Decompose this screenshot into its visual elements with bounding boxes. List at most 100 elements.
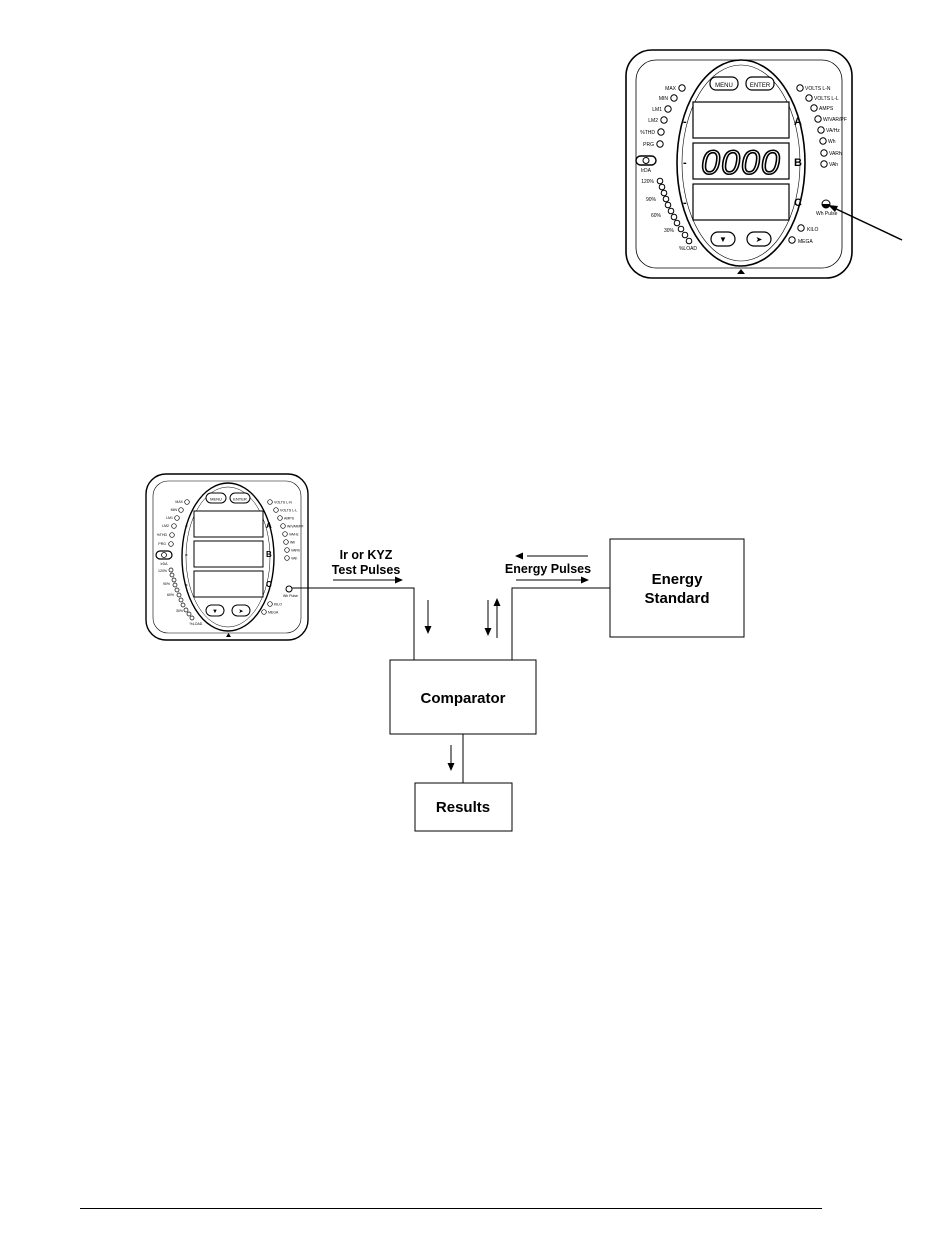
meter-small-right-label: ➤	[238, 609, 243, 615]
led	[820, 160, 828, 168]
led-label: MAX	[665, 86, 677, 92]
down-arrow-mid-head	[484, 628, 492, 636]
meter-top-row-letter-a: A	[794, 116, 802, 128]
led-label: VOLTS L-L	[814, 96, 839, 102]
led-label: %LOAD	[679, 246, 697, 252]
meter-small-right-button[interactable]	[231, 604, 251, 617]
meter-top-display-a	[692, 101, 790, 139]
led	[664, 201, 672, 209]
meter-small-notch	[226, 633, 231, 637]
led	[169, 572, 175, 578]
led	[670, 94, 678, 102]
test-setup-diagram: MENU ENTER A B C - - - MAX MIN LM1 LM2 %…	[145, 473, 745, 832]
meter-small-menu-button[interactable]	[205, 492, 227, 504]
led	[656, 177, 664, 185]
meter-top-kilo-led	[797, 224, 805, 232]
meter-small-down-button[interactable]	[205, 604, 225, 617]
led	[810, 104, 818, 112]
led	[184, 499, 190, 505]
meter-small-irda-label: IrDA	[161, 562, 169, 566]
led-label: VOLTS L-N	[274, 501, 292, 505]
meter-small-row-dash-a: -	[185, 521, 188, 530]
meter-small-load-indicators: 120% 90% 60% 30% %LOAD	[158, 567, 203, 626]
meter-top-down-button[interactable]	[710, 231, 736, 247]
led	[267, 499, 273, 505]
meter-small-display-b	[193, 540, 264, 568]
energy-standard-label-line2: Standard	[644, 590, 709, 607]
led	[678, 84, 686, 92]
meter-top-pointer-arrow	[831, 206, 903, 241]
led	[284, 555, 290, 561]
led-label: 60%	[167, 593, 174, 597]
led-label: 120%	[641, 179, 654, 185]
led	[796, 84, 804, 92]
meter-top-right-button[interactable]	[746, 231, 772, 247]
standard-to-comparator-line	[511, 587, 610, 660]
led-label: W/VAR/PF	[287, 525, 304, 529]
up-arrow-mid-head	[493, 598, 501, 606]
led	[178, 597, 184, 603]
led-label: Wh	[828, 139, 836, 145]
led	[817, 126, 825, 134]
led-label: AMPS	[284, 517, 295, 521]
led-label: PRG	[158, 542, 166, 546]
energy-pulses-label: Energy Pulses	[505, 562, 591, 576]
meter-top-mega-led	[788, 236, 796, 244]
meter-small-left-indicators: MAX MIN LM1 LM2 %THD PRG	[157, 499, 190, 547]
meter-top-right-label: ➤	[756, 235, 763, 244]
led	[658, 183, 666, 191]
led	[171, 523, 177, 529]
led	[662, 195, 670, 203]
meter-top-menu-label: MENU	[715, 83, 733, 89]
led-label: LM2	[162, 524, 169, 528]
led-label: MIN	[659, 96, 669, 102]
connection-lines	[292, 587, 610, 783]
meter-to-comparator-line	[292, 587, 415, 660]
meter-small-right-indicators: VOLTS L-N VOLTS L-L AMPS W/VAR/PF VA/Hz …	[267, 499, 304, 561]
comparator-box	[389, 659, 537, 735]
led	[673, 219, 681, 227]
led-label: VARh	[291, 549, 300, 553]
led-label: 90%	[646, 197, 657, 203]
led-label: 90%	[163, 582, 170, 586]
meter-small-display-a	[193, 510, 264, 538]
flow-arrows	[333, 552, 589, 771]
led-label: VAh	[291, 557, 297, 561]
led-label: Wh	[290, 541, 295, 545]
meter-small-row-letter-a: A	[266, 521, 272, 530]
down-arrow-results-head	[447, 763, 455, 771]
meter-small-irda-lens	[161, 552, 167, 558]
led	[174, 587, 180, 593]
meter-top-row-letter-b: B	[794, 157, 802, 169]
results-box	[414, 782, 513, 832]
led	[172, 582, 178, 588]
meter-top-menu-button[interactable]	[709, 76, 739, 91]
meter-top-face-ellipse	[676, 59, 806, 267]
led	[657, 128, 665, 136]
energy-standard-label-line1: Energy	[652, 571, 704, 588]
led-label: VA/Hz	[289, 533, 299, 537]
led-label: W/VAR/PF	[823, 117, 847, 123]
led-label: AMPS	[819, 106, 834, 112]
led	[169, 532, 175, 538]
led-label: VOLTS L-N	[805, 86, 831, 92]
meter-top-enter-button[interactable]	[745, 76, 775, 91]
led	[174, 515, 180, 521]
led	[283, 539, 289, 545]
meter-top-display-value: 0000	[701, 144, 781, 182]
led-label: LM1	[652, 107, 662, 113]
meter-top-enter-label: ENTER	[750, 83, 771, 89]
led-label: 120%	[158, 569, 167, 573]
meter-top-display-c	[692, 183, 790, 221]
led	[685, 237, 693, 245]
led	[681, 231, 689, 239]
meter-top-irda-lens	[642, 157, 650, 164]
meter-small-inner-bezel	[152, 480, 302, 634]
meter-small-mega-label: MEGA	[268, 611, 279, 615]
meter-small-enter-button[interactable]	[229, 492, 251, 504]
led	[178, 507, 184, 513]
led	[171, 577, 177, 583]
led	[168, 567, 174, 573]
led	[180, 602, 186, 608]
meter-small-enter-label: ENTER	[233, 497, 247, 502]
